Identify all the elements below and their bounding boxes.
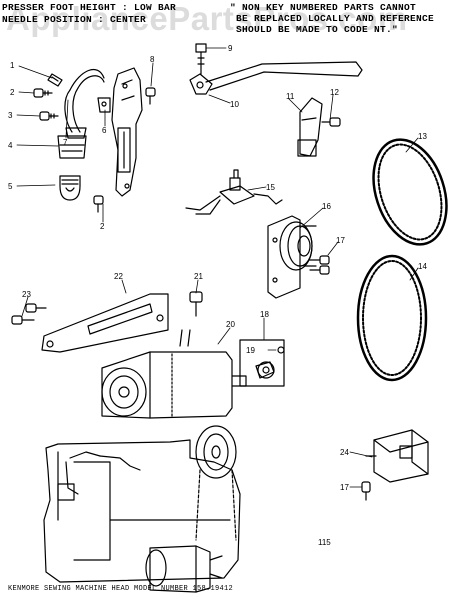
machine-mounted-motor [145,545,223,593]
part-14-belt [356,254,428,382]
machine-lamp-wiring [57,451,141,501]
callout-18: 18 [260,310,269,319]
callout-16: 16 [322,202,331,211]
header-note-line-1: " NON KEY NUMBERED PARTS CANNOT [230,2,417,13]
callout-2-lower: 2 [100,222,105,231]
part-2-screw [33,88,53,98]
header-presser-foot: PRESSER FOOT HEIGHT : LOW BAR [2,2,177,13]
watermark: AppliancePartsPros.com [6,0,408,37]
callout-6: 6 [102,126,107,135]
callout-11: 11 [286,92,295,101]
part-8-screw [145,87,156,105]
callout-5: 5 [8,182,13,191]
header-note-line-3: SHOULD BE MADE TO CODE NT." [236,24,399,35]
part-15-switch [185,169,283,215]
part-5-bulb [59,175,81,201]
part-6-bracket [97,97,111,113]
callout-1: 1 [10,61,15,70]
callout-14: 14 [418,262,427,271]
part-11-bracket [297,97,323,157]
callout-7: 7 [63,138,68,147]
machine-handwheel [195,425,237,541]
callout-24: 24 [340,448,349,457]
part-23-screws [11,303,47,325]
callout-leader-lines [16,47,419,488]
callout-4: 4 [8,141,13,150]
part-17-screws [309,255,330,275]
part-1-screw [47,73,63,87]
sewing-machine-head [43,439,241,583]
callout-13: 13 [418,132,427,141]
callout-17: 17 [336,236,345,245]
callout-12: 12 [330,88,339,97]
callout-17-lower: 17 [340,483,349,492]
callout-23: 23 [22,290,31,299]
part-2-lower-screw [93,195,104,213]
footer-model-caption: KENMORE SEWING MACHINE HEAD MODEL NUMBER… [8,585,234,593]
lamp-bracket-wiring [64,68,105,139]
header-needle-position: NEEDLE POSITION : CENTER [2,14,147,25]
page-number: 115 [318,538,331,547]
part-12-screw [321,117,341,127]
part-21-screw [189,291,203,317]
callout-21: 21 [194,272,203,281]
callout-9: 9 [228,44,233,53]
callout-3: 3 [8,111,13,120]
part-22-motor-bracket [41,293,169,353]
part-20-motor [101,329,247,419]
part-10-arm [189,61,363,95]
presser-bar-bracket [111,67,143,197]
part-17-lower-screw [361,481,371,501]
part-24-switch-box [365,429,429,483]
callout-20: 20 [226,320,235,329]
part-13-belt [372,138,448,246]
part-4-lamp-socket [57,135,87,159]
part-9-thumb-screw [195,43,207,75]
part-18-brush-kit-box [239,339,285,387]
callout-22: 22 [114,272,123,281]
callout-10: 10 [230,100,239,109]
header-note-line-2: BE REPLACED LOCALLY AND REFERENCE [236,13,435,24]
part-16-pulley-bracket [267,215,317,299]
callout-8: 8 [150,55,155,64]
part-3-screw [39,111,59,121]
callout-15: 15 [266,183,275,192]
part-19-carbon-brush [255,346,285,379]
callout-19: 19 [246,346,255,355]
callout-2: 2 [10,88,15,97]
